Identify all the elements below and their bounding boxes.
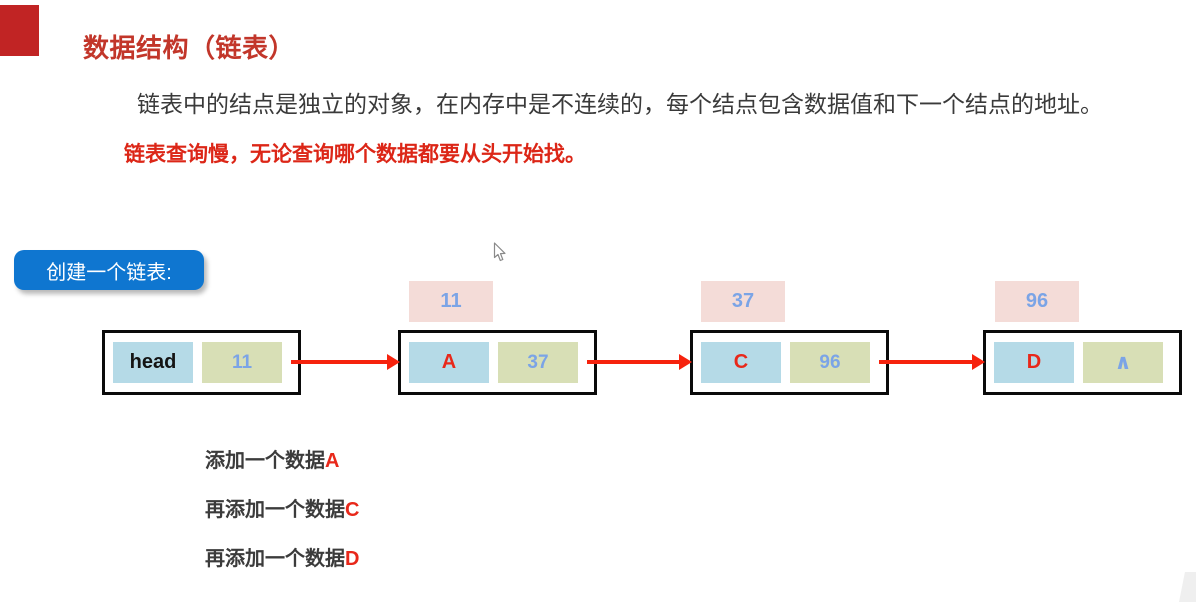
highlight-text: 链表查询慢，无论查询哪个数据都要从头开始找。 bbox=[124, 143, 586, 166]
list-node-head: head 11 bbox=[102, 330, 301, 395]
step-letter: C bbox=[345, 499, 360, 521]
address-tag: 11 bbox=[409, 281, 493, 322]
red-corner-marker bbox=[0, 5, 39, 56]
step-text: 再添加一个数据 bbox=[205, 548, 345, 570]
node-null-cell: ∧ bbox=[1083, 342, 1163, 383]
mouse-cursor-icon bbox=[493, 242, 506, 262]
next-pointer-arrow bbox=[879, 354, 985, 370]
node-value-cell: 96 bbox=[790, 342, 870, 383]
address-tag: 37 bbox=[701, 281, 785, 322]
step-add-a: 添加一个数据A bbox=[205, 444, 339, 473]
step-text: 再添加一个数据 bbox=[205, 499, 345, 521]
node-value-cell: 11 bbox=[202, 342, 282, 383]
step-text: 添加一个数据 bbox=[205, 450, 325, 472]
page-title: 数据结构（链表） bbox=[83, 33, 296, 63]
node-value-cell: 37 bbox=[498, 342, 578, 383]
step-letter: A bbox=[325, 450, 340, 472]
node-label-cell: D bbox=[994, 342, 1074, 383]
list-node-a: A 37 bbox=[398, 330, 597, 395]
node-label-cell: head bbox=[113, 342, 193, 383]
address-tag: 96 bbox=[995, 281, 1079, 322]
list-node-d: D ∧ bbox=[983, 330, 1182, 395]
create-list-badge: 创建一个链表: bbox=[14, 250, 204, 290]
step-letter: D bbox=[345, 548, 360, 570]
watermark-shape bbox=[1179, 572, 1196, 602]
next-pointer-arrow bbox=[587, 354, 692, 370]
node-label-cell: A bbox=[409, 342, 489, 383]
step-add-c: 再添加一个数据C bbox=[205, 493, 359, 522]
step-add-d: 再添加一个数据D bbox=[205, 542, 359, 571]
list-node-c: C 96 bbox=[690, 330, 889, 395]
body-text: 链表中的结点是独立的对象，在内存中是不连续的，每个结点包含数据值和下一个结点的地… bbox=[137, 91, 1103, 117]
node-label-cell: C bbox=[701, 342, 781, 383]
next-pointer-arrow bbox=[291, 354, 400, 370]
